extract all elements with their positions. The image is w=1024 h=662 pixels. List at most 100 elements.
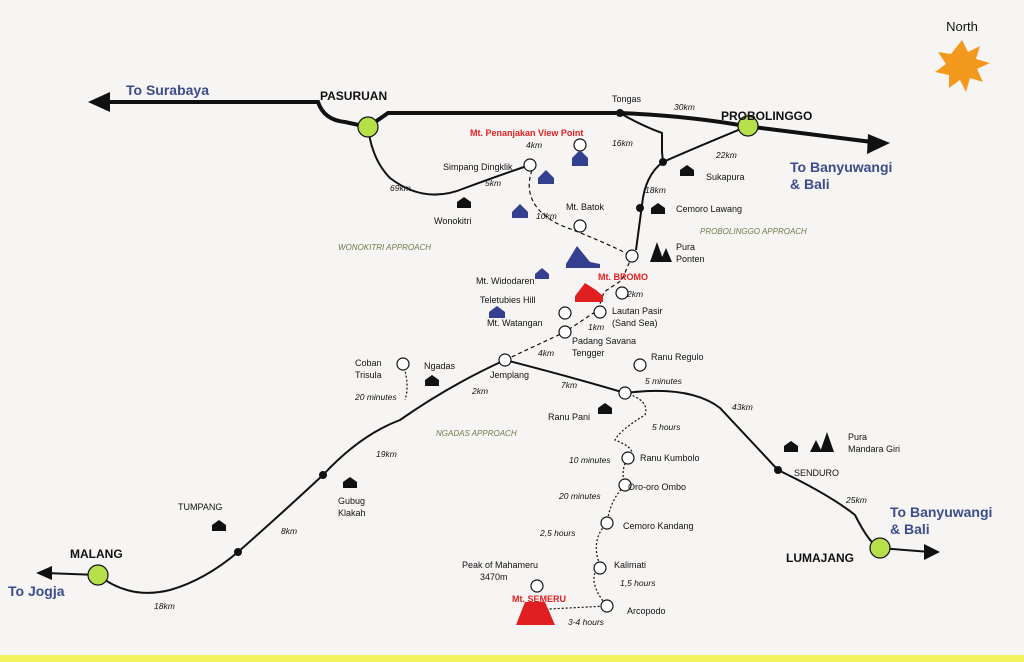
junction-tongas [616, 109, 624, 117]
label-arcopodo: Arcopodo [627, 606, 666, 616]
distance-3-4hours: 3-4 hours [568, 617, 605, 627]
city-pasuruan-label: PASURUAN [320, 89, 387, 103]
label-peak-mahameru-line1: Peak of Mahameru [462, 560, 538, 570]
distance-1km: 1km [588, 322, 604, 332]
junction-tumpang [234, 548, 242, 556]
distance-1-5hours: 1,5 hours [620, 578, 656, 588]
distance-20min-oro: 20 minutes [558, 491, 601, 501]
label-sukapura: Sukapura [706, 172, 745, 182]
label-peak-mahameru-line2: 3470m [480, 572, 508, 582]
mountain-bromo-icon [575, 283, 603, 302]
label-ngadas: Ngadas [424, 361, 456, 371]
label-penanjakan: Mt. Penanjakan View Point [470, 128, 583, 138]
label-padang-savana-line2: Tengger [572, 348, 605, 358]
destination-to-banyuwangi-bottom-line1: To Banyuwangi [890, 504, 992, 520]
destination-to-surabaya: To Surabaya [126, 82, 209, 98]
label-mt-batok: Mt. Batok [566, 202, 605, 212]
distance-20min-coban: 20 minutes [354, 392, 397, 402]
distance-2-5hours: 2,5 hours [539, 528, 576, 538]
distance-10km: 10km [536, 211, 557, 221]
junction-gubug-klakah [319, 471, 327, 479]
label-pura-mandara-line2: Mandara Giri [848, 444, 900, 454]
distance-18km: 18km [645, 185, 666, 195]
city-malang-label: MALANG [70, 547, 123, 561]
label-cemoro-kandang: Cemoro Kandang [623, 521, 694, 531]
city-pasuruan-node [357, 116, 379, 138]
temple-icons [650, 242, 834, 452]
main-highway [88, 92, 890, 154]
arrow-to-banyuwangi-bottom [924, 544, 940, 560]
distance-22km: 22km [715, 150, 737, 160]
label-tumpang: TUMPANG [178, 502, 222, 512]
label-mt-widodaren: Mt. Widodaren [476, 276, 535, 286]
bottom-band [0, 655, 1024, 662]
label-coban-trisula-line2: Trisula [355, 370, 382, 380]
label-senduro: SENDURO [794, 468, 839, 478]
label-pura-ponten-line1: Pura [676, 242, 695, 252]
label-cemoro-lawang: Cemoro Lawang [676, 204, 742, 214]
label-coban-trisula-line1: Coban [355, 358, 382, 368]
distance-16km: 16km [612, 138, 633, 148]
destination-to-jogja: To Jogja [8, 583, 65, 599]
destination-to-banyuwangi-top-line1: To Banyuwangi [790, 159, 892, 175]
label-padang-savana-line1: Padang Savana [572, 336, 636, 346]
distance-5km: 5km [485, 178, 501, 188]
city-probolinggo-node [737, 115, 759, 137]
label-pura-mandara-line1: Pura [848, 432, 867, 442]
label-ranu-regulo: Ranu Regulo [651, 352, 704, 362]
label-teletubies-hill: Teletubies Hill [480, 295, 536, 305]
label-pura-ponten-line2: Ponten [676, 254, 705, 264]
distance-4km-savana: 4km [538, 348, 554, 358]
distance-7km: 7km [561, 380, 577, 390]
distance-10min: 10 minutes [569, 455, 611, 465]
compass-sun-icon [935, 40, 990, 92]
approach-wonokitri: WONOKITRI APPROACH [338, 243, 431, 252]
distance-4km: 4km [526, 140, 542, 150]
distance-43km: 43km [732, 402, 753, 412]
compass-north-label: North [946, 19, 978, 34]
mountain-semeru-icon [516, 602, 555, 625]
junction-cemoro-lawang [636, 204, 644, 212]
label-ranu-pani: Ranu Pani [548, 412, 590, 422]
label-ranu-kumbolo: Ranu Kumbolo [640, 453, 700, 463]
label-gubug-klakah-line2: Klakah [338, 508, 366, 518]
distance-5min: 5 minutes [645, 376, 683, 386]
label-jemplang: Jemplang [490, 370, 529, 380]
label-tongas: Tongas [612, 94, 642, 104]
road-pasuruan-wonokitri [367, 126, 531, 196]
distance-18km-malang: 18km [154, 601, 175, 611]
arrow-to-jogja [36, 566, 52, 580]
label-bromo: Mt. BROMO [598, 272, 648, 282]
label-lautan-pasir-line1: Lautan Pasir [612, 306, 663, 316]
label-lautan-pasir-line2: (Sand Sea) [612, 318, 658, 328]
label-mt-watangan: Mt. Watangan [487, 318, 543, 328]
label-oro-oro-ombo: Oro-oro Ombo [628, 482, 686, 492]
waypoint-nodes [396, 138, 647, 613]
track-coban [402, 363, 408, 401]
distance-30km: 30km [674, 102, 695, 112]
label-wonokitri: Wonokitri [434, 216, 471, 226]
label-kalimati: Kalimati [614, 560, 646, 570]
destination-to-banyuwangi-top-line2: & Bali [790, 176, 830, 192]
track-semeru-hike [529, 392, 647, 611]
city-malang-node [87, 564, 109, 586]
junction-senduro [774, 466, 782, 474]
distance-2km-jemplang: 2km [471, 386, 488, 396]
city-probolinggo-label: PROBOLINGGO [721, 109, 812, 123]
distance-25km: 25km [845, 495, 867, 505]
mountain-blue-icons [489, 150, 600, 318]
distance-5hours: 5 hours [652, 422, 681, 432]
distance-2km-bromo: 2km [626, 289, 643, 299]
distance-19km: 19km [376, 449, 397, 459]
city-lumajang-node [869, 537, 891, 559]
label-simpang-dingklik: Simpang Dingklik [443, 162, 513, 172]
label-gubug-klakah-line1: Gubug [338, 496, 365, 506]
approach-ngadas: NGADAS APPROACH [436, 429, 517, 438]
junction-sukapura [659, 158, 667, 166]
city-lumajang-label: LUMAJANG [786, 551, 854, 565]
label-semeru: Mt. SEMERU [512, 594, 566, 604]
distance-69km: 69km [390, 183, 411, 193]
destination-to-banyuwangi-bottom-line2: & Bali [890, 521, 930, 537]
approach-probolinggo: PROBOLINGGO APPROACH [700, 227, 807, 236]
